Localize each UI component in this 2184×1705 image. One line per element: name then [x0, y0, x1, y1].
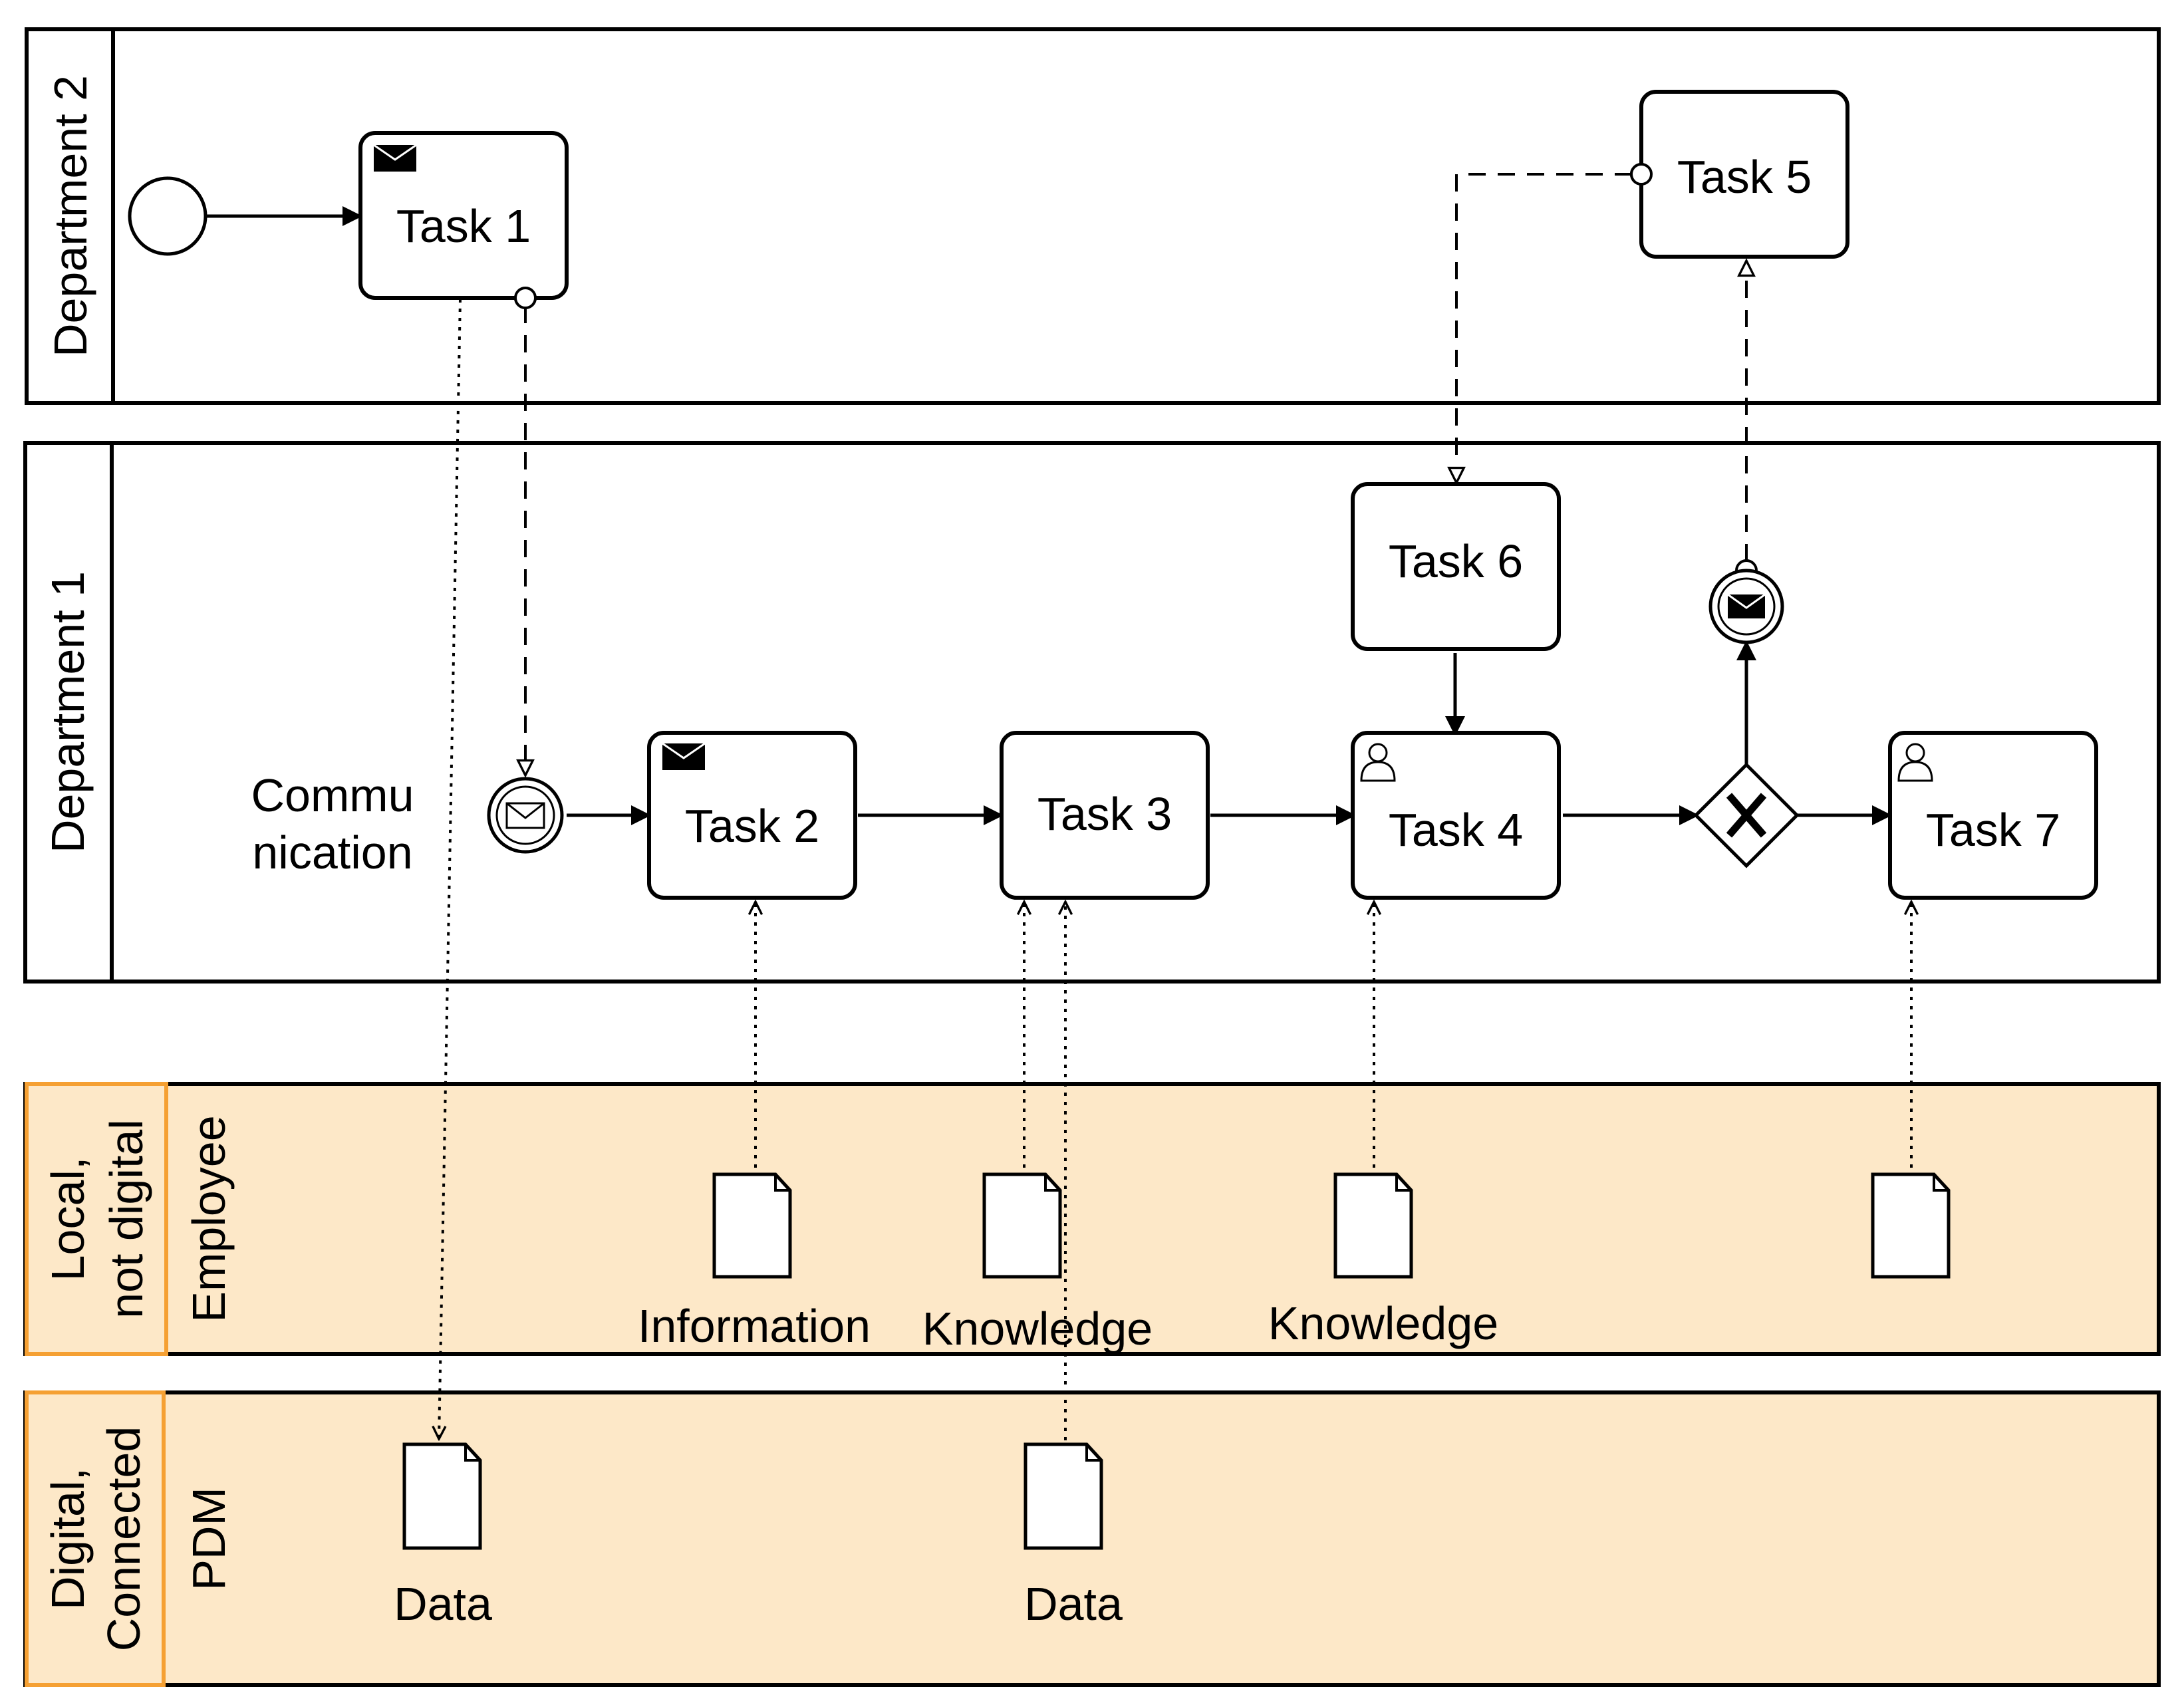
document-knowledge-2: Knowledge — [1268, 1172, 1498, 1349]
document-label-information: Information — [638, 1300, 871, 1352]
document-label-knowledge-2: Knowledge — [1268, 1297, 1498, 1349]
document-task7-input — [1871, 1172, 1951, 1279]
task-6[interactable]: Task 6 — [1351, 482, 1561, 651]
lane-department-1: Department 1 — [23, 441, 2161, 984]
task-3-label: Task 3 — [1037, 788, 1172, 840]
envelope-icon — [373, 144, 417, 172]
lane-title-digital-1: Digital, — [42, 1468, 94, 1610]
sublane-title-pdm: PDM — [183, 1487, 235, 1591]
envelope-icon — [662, 742, 706, 770]
task-5[interactable]: Task 5 — [1639, 90, 1849, 259]
lane-title-local-2: not digital — [100, 1119, 152, 1319]
task-4-label: Task 4 — [1389, 804, 1523, 856]
task-7-label: Task 7 — [1926, 804, 2060, 856]
message-flow-origin — [1630, 163, 1653, 186]
lane-local-not-digital: Local, not digital Employee — [23, 1082, 2161, 1356]
user-icon — [1360, 743, 1396, 782]
lane-title-digital-2: Connected — [98, 1426, 150, 1652]
document-label-knowledge-1: Knowledge — [922, 1303, 1153, 1355]
document-icon — [1024, 1442, 1103, 1550]
document-information: Information — [638, 1172, 871, 1352]
task-5-label: Task 5 — [1677, 151, 1812, 203]
envelope-icon — [1727, 593, 1766, 618]
exclusive-gateway-icon — [1726, 793, 1767, 838]
task-2-label: Task 2 — [685, 800, 819, 852]
event-label-line1: Commu — [251, 769, 414, 821]
message-flow-origin — [514, 287, 537, 309]
task-7[interactable]: Task 7 — [1888, 731, 2098, 900]
document-label-data-1: Data — [394, 1578, 492, 1630]
sequence-flows — [206, 206, 1892, 825]
document-data-1: Data — [394, 1442, 492, 1630]
task-2[interactable]: Task 2 — [647, 731, 857, 900]
message-intermediate-catch-event — [487, 777, 564, 854]
task-6-label: Task 6 — [1389, 535, 1523, 587]
event-label-line2: nication — [252, 827, 412, 878]
lane-title-department-2: Department 2 — [45, 75, 96, 357]
user-icon — [1897, 743, 1933, 782]
document-icon — [1871, 1172, 1951, 1279]
document-knowledge-1: Knowledge — [922, 1172, 1153, 1355]
document-data-2: Data — [1024, 1442, 1123, 1630]
start-event-icon — [128, 176, 207, 256]
document-icon — [982, 1172, 1062, 1279]
data-associations — [439, 299, 1911, 1440]
envelope-icon — [505, 802, 545, 829]
task-1-label: Task 1 — [396, 200, 531, 252]
lane-title-local-1: Local, — [42, 1157, 94, 1281]
exclusive-gateway — [1693, 762, 1800, 868]
task-4[interactable]: Task 4 — [1351, 731, 1561, 900]
document-label-data-2: Data — [1024, 1578, 1123, 1630]
task-3[interactable]: Task 3 — [1000, 731, 1210, 900]
lane-title-department-1: Department 1 — [42, 571, 94, 853]
task-1[interactable]: Task 1 — [358, 131, 569, 300]
document-icon — [1333, 1172, 1413, 1279]
message-intermediate-throw-event — [1708, 569, 1784, 644]
sublane-title-employee: Employee — [183, 1115, 235, 1322]
document-icon — [402, 1442, 482, 1550]
document-icon — [712, 1172, 792, 1279]
